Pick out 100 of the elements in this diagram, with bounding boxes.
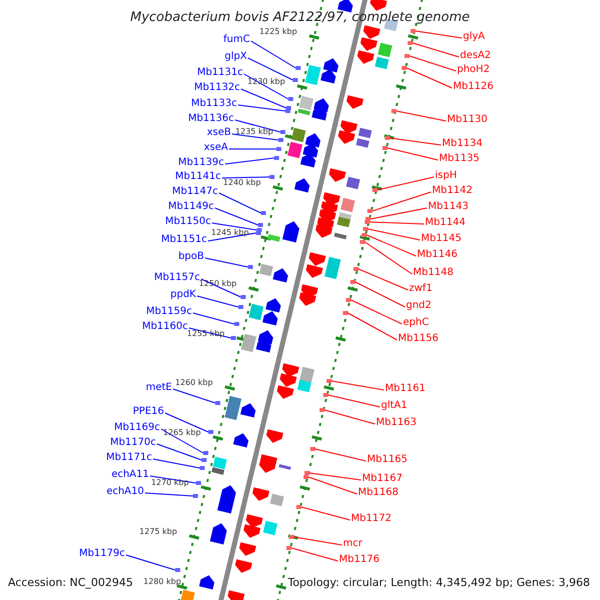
gene-marker	[360, 240, 365, 244]
leader-line	[152, 458, 200, 468]
gene-marker	[270, 175, 275, 179]
leader-line	[324, 410, 376, 424]
leader-line	[222, 176, 270, 178]
leader-line	[224, 158, 275, 164]
leader-line	[376, 176, 434, 190]
leader-line	[234, 120, 281, 132]
leader-line	[156, 444, 202, 460]
leader-line	[126, 554, 176, 570]
gene-marker	[175, 568, 180, 572]
gene-label: gnd2	[406, 300, 432, 312]
gene-label: Mb1135	[439, 153, 480, 165]
leader-line	[248, 58, 294, 80]
gene-marker	[408, 41, 413, 45]
gene-marker	[304, 471, 310, 475]
scale-label: 1260 kbp	[175, 378, 213, 388]
gene-marker	[384, 136, 390, 140]
leader-line	[389, 138, 442, 146]
gene-marker	[342, 311, 348, 315]
gene-marker	[367, 209, 372, 213]
leader-line	[309, 472, 362, 480]
leader-line	[387, 148, 438, 160]
gene-label: xseB	[206, 127, 231, 139]
gene-marker	[240, 295, 246, 299]
gene-label: xseA	[204, 142, 228, 154]
gene-label: Mb1156	[398, 333, 438, 345]
gene-label: Mb1136c	[188, 113, 234, 125]
gene-marker	[391, 109, 396, 113]
gene-marker	[203, 451, 208, 455]
leader-line	[228, 148, 277, 150]
leader-line	[372, 192, 432, 212]
gene-label: Mb1130	[447, 114, 488, 126]
gene-marker	[296, 505, 302, 509]
gene-label: Mb1163	[376, 417, 416, 429]
leader-line	[415, 30, 462, 38]
gene-marker	[258, 223, 263, 227]
gene-label: echA11	[111, 469, 149, 481]
gene-marker	[382, 146, 388, 150]
gene-label: Mb1159c	[146, 306, 192, 318]
scale-label: 1240 kbp	[223, 178, 261, 188]
gene-marker	[326, 379, 332, 383]
gene-label: Mb1143	[428, 201, 468, 213]
genome-info-text: Topology: circular; Length: 4,345,492 bp; Genes: 3,968	[288, 576, 590, 590]
gene-label: desA2	[460, 50, 491, 62]
gene-marker	[304, 475, 309, 479]
gene-marker	[285, 109, 290, 113]
gene-label: Mb1179c	[79, 548, 125, 560]
leader-line	[144, 492, 194, 496]
leader-line	[354, 282, 406, 308]
gene-marker	[363, 227, 368, 231]
gene-marker	[323, 393, 328, 397]
leader-line	[300, 506, 350, 520]
gene-marker	[310, 447, 316, 451]
leader-line	[250, 40, 296, 68]
gene-label: Mb1141c	[175, 171, 221, 183]
leader-line	[240, 88, 287, 108]
gene-marker	[278, 138, 284, 142]
gene-label: Mb1165	[367, 454, 408, 466]
gene-label: Mb1151c	[161, 234, 207, 246]
gene-marker	[350, 280, 356, 284]
gene-label: Mb1171c	[106, 452, 152, 464]
gene-marker	[260, 211, 266, 215]
gene-label: mcr	[343, 538, 362, 550]
gene-label: Mb1157c	[154, 272, 200, 284]
gene-marker	[404, 54, 410, 58]
gene-label: Mb1148	[413, 267, 454, 279]
leader-line	[369, 222, 424, 224]
gene-marker	[196, 481, 202, 485]
leader-line	[294, 536, 342, 546]
leader-line	[412, 42, 460, 58]
gene-label: Mb1146	[417, 249, 458, 261]
gene-marker	[200, 466, 205, 470]
leader-line	[238, 104, 286, 112]
leader-line	[347, 312, 398, 340]
leader-line	[350, 300, 402, 324]
gene-marker	[320, 408, 325, 412]
gene-marker	[286, 546, 292, 550]
gene-label: Mb1172	[351, 513, 392, 525]
gene-marker	[280, 130, 286, 134]
scale-label: 1225 kbp	[259, 27, 298, 37]
leader-line	[331, 380, 384, 390]
gene-marker	[362, 233, 367, 237]
gene-label: glpX	[224, 51, 247, 63]
gene-marker	[296, 66, 301, 70]
scale-label: 1280 kbp	[143, 577, 182, 587]
gene-label: Mb1150c	[165, 216, 211, 228]
leader-line	[244, 74, 289, 100]
gene-label: Mb1169c	[114, 422, 160, 434]
leader-line	[291, 548, 338, 562]
title: Mycobacterium bovis AF2122/97, complete genome	[129, 10, 471, 26]
gene-marker	[274, 156, 280, 160]
leader-line	[208, 232, 257, 242]
gene-label: Mb1161	[385, 383, 426, 395]
gene-label: PPE16	[132, 406, 164, 418]
gene-marker	[289, 535, 294, 539]
gene-label: Mb1168	[358, 487, 398, 499]
gene-label: fumC	[223, 34, 250, 46]
leader-line	[214, 208, 258, 226]
gene-label: Mb1131c	[197, 67, 243, 79]
